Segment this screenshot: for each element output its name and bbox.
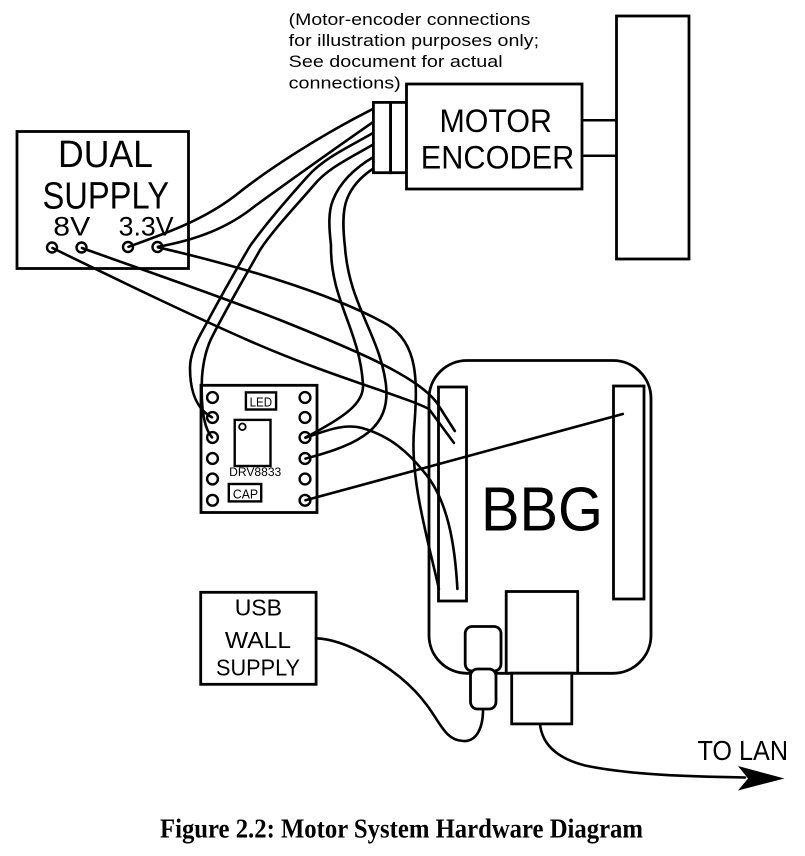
- svg-text:3.3V: 3.3V: [119, 212, 174, 242]
- svg-text:SUPPLY: SUPPLY: [43, 176, 170, 218]
- svg-text:CAP: CAP: [233, 487, 258, 502]
- svg-text:BBG: BBG: [481, 476, 603, 545]
- svg-text:ENCODER: ENCODER: [421, 140, 575, 176]
- svg-text:Figure 2.2: Motor System Hardw: Figure 2.2: Motor System Hardware Diagra…: [160, 813, 643, 844]
- svg-text:WALL: WALL: [225, 627, 291, 653]
- svg-text:USB: USB: [235, 595, 282, 621]
- svg-text:LED: LED: [250, 394, 273, 409]
- svg-text:for illustration purposes only: for illustration purposes only;: [289, 31, 539, 50]
- svg-text:TO LAN: TO LAN: [698, 735, 789, 766]
- svg-text:(Motor-encoder connections: (Motor-encoder connections: [289, 10, 531, 29]
- svg-text:MOTOR: MOTOR: [440, 103, 553, 139]
- svg-text:SUPPLY: SUPPLY: [216, 655, 300, 681]
- svg-text:See document for actual: See document for actual: [289, 52, 503, 71]
- svg-text:DRV8833: DRV8833: [229, 465, 282, 479]
- svg-text:connections): connections): [289, 73, 401, 92]
- svg-text:DUAL: DUAL: [58, 134, 153, 176]
- svg-text:8V: 8V: [53, 212, 90, 242]
